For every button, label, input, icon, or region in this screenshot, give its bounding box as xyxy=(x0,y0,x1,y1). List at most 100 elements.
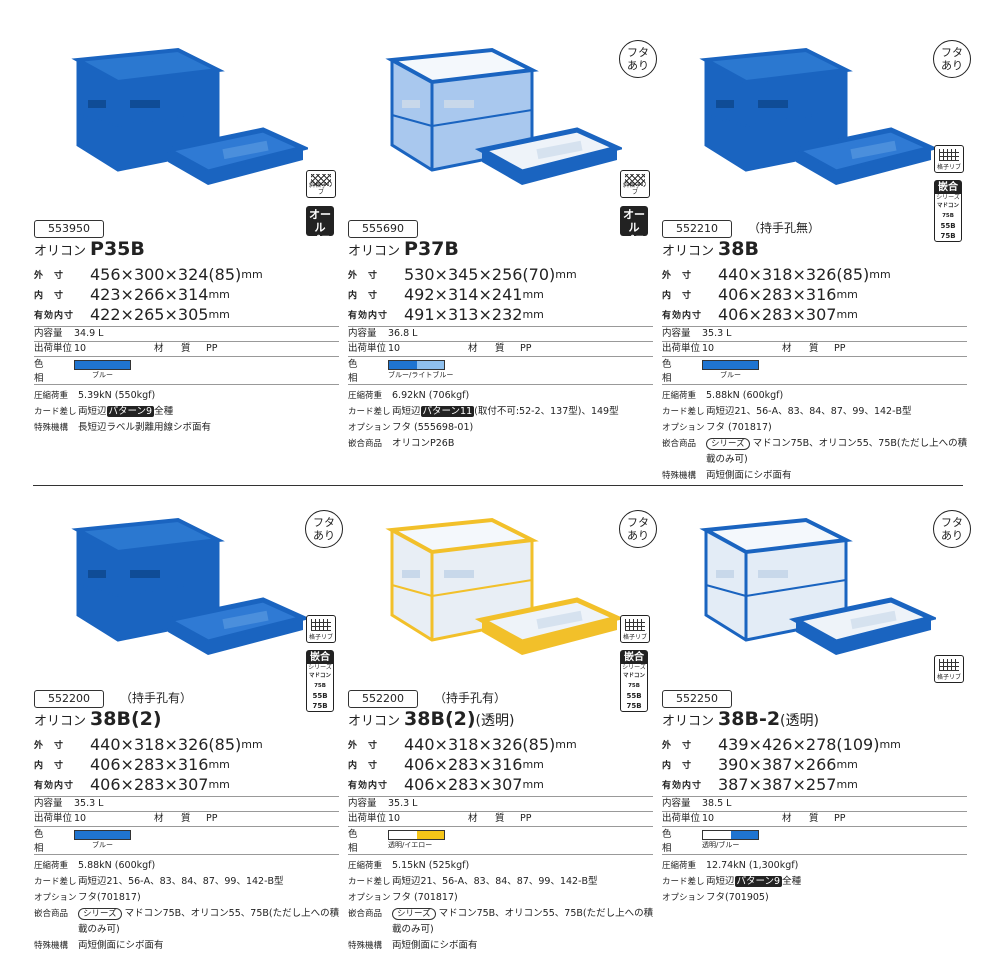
dimension-value: 406×283×316 xyxy=(718,284,837,304)
color-swatch-primary xyxy=(75,361,103,369)
dimension-label: 外 寸 xyxy=(662,270,693,281)
dimension-value: 491×313×232 xyxy=(404,304,523,324)
dimension-unit: mm xyxy=(241,267,263,281)
capacity-value: 36.8 L xyxy=(388,328,418,339)
material-label: 材 質 xyxy=(154,343,195,354)
product-photo xyxy=(38,20,343,215)
detail-label: オプション xyxy=(348,423,391,433)
product-name-suffix: (透明) xyxy=(475,713,515,729)
shipping-unit-value: 10 xyxy=(74,343,87,354)
color-swatch-label: ブルー xyxy=(92,841,113,849)
dimension-label: 外 寸 xyxy=(348,740,379,751)
capacity-label: 内容量 xyxy=(348,328,377,339)
dimension-value: 406×283×316 xyxy=(90,754,209,774)
dimension-value: 456×300×324(85) xyxy=(90,264,242,284)
detail-value-text: 5.88kN (600kgf) xyxy=(78,860,156,871)
detail-label: 圧縮荷重 xyxy=(662,391,697,401)
product-model: P37B xyxy=(404,238,459,260)
dimension-unit: mm xyxy=(836,757,858,771)
detail-row: オプションフタ (555698-01) xyxy=(348,420,658,436)
nesting-badge-sub: シリーズ xyxy=(622,664,646,671)
color-swatch-primary xyxy=(703,831,731,839)
shipping-unit-value: 10 xyxy=(388,343,401,354)
product-model: 38B xyxy=(718,238,759,260)
dimension-unit: mm xyxy=(522,287,544,301)
product-code-note: （持手孔有） xyxy=(120,691,193,705)
color-swatch-group: ブルー xyxy=(74,828,144,852)
dimension-label: 内 寸 xyxy=(34,760,65,771)
detail-value: 両短辺21、56-A、83、84、87、99、142-B型 xyxy=(78,874,344,890)
detail-label: 圧縮荷重 xyxy=(34,861,69,871)
dimension-label: 有効内寸 xyxy=(662,310,703,321)
capacity-label: 内容量 xyxy=(662,798,691,809)
product-code: 552250 xyxy=(662,690,732,708)
rib-pattern-icon: 斜格子リブ xyxy=(620,170,650,198)
color-row: 色 相ブルー xyxy=(662,356,967,385)
nesting-badge-item: マドコン75B xyxy=(936,203,959,219)
rib-pattern-icon: 格子リブ xyxy=(620,615,650,643)
detail-value-text: フタ(701905) xyxy=(706,892,769,903)
detail-value: フタ(701905) xyxy=(706,890,972,906)
detail-label: オプション xyxy=(348,893,391,903)
color-swatch-group: 透明/イエロー xyxy=(388,828,458,852)
detail-row: 特殊機構両短側面にシボ面有 xyxy=(662,468,972,484)
dimension-unit: mm xyxy=(555,267,577,281)
dimension-value: 440×318×326(85) xyxy=(90,734,242,754)
detail-row: カード差し両短辺パターン11(取付不可:52-2、137型)、149型 xyxy=(348,404,658,420)
color-row: 色 相透明/ブルー xyxy=(662,826,967,855)
shipping-unit-label: 出荷単位 xyxy=(34,343,73,354)
product-name-prefix: オリコン xyxy=(662,714,715,729)
dimension-unit: mm xyxy=(836,287,858,301)
color-swatch-secondary xyxy=(416,831,444,839)
detail-label: カード差し xyxy=(34,407,77,417)
shipping-unit-label: 出荷単位 xyxy=(348,813,387,824)
shipping-unit-value: 10 xyxy=(74,813,87,824)
dimension-value: 406×283×316 xyxy=(404,754,523,774)
rib-pattern-icon: 格子リブ xyxy=(934,655,964,683)
detail-label: オプション xyxy=(662,893,705,903)
detail-label: 特殊機構 xyxy=(662,471,697,481)
detail-value-text: 6.92kN (706kgf) xyxy=(392,390,470,401)
detail-row: オプションフタ(701905) xyxy=(662,890,972,906)
dimension-label: 外 寸 xyxy=(34,270,65,281)
color-swatch xyxy=(702,830,759,840)
capacity-label: 内容量 xyxy=(34,328,63,339)
grid-icon xyxy=(311,619,331,631)
container-illustration xyxy=(699,517,936,655)
dimension-unit: mm xyxy=(208,307,230,321)
capacity-value: 35.3 L xyxy=(74,798,104,809)
dimension-value: 406×283×307 xyxy=(404,774,523,794)
dimension-value: 439×426×278(109) xyxy=(718,734,880,754)
rib-pattern-label: 斜格子リブ xyxy=(308,182,333,196)
dimension-label: 内 寸 xyxy=(662,760,693,771)
product-code-note: （持手孔無） xyxy=(748,221,821,235)
dimension-value: 492×314×241 xyxy=(404,284,523,304)
dimension-unit: mm xyxy=(208,757,230,771)
detail-value-post: 全種 xyxy=(782,876,802,887)
color-label: 色 相 xyxy=(662,829,694,854)
product-code: 555690 xyxy=(348,220,418,238)
dimension-value: 387×387×257 xyxy=(718,774,837,794)
pattern-highlight: パターン11 xyxy=(420,406,475,417)
detail-label: 嵌合商品 xyxy=(34,909,69,919)
detail-label: オプション xyxy=(662,423,705,433)
